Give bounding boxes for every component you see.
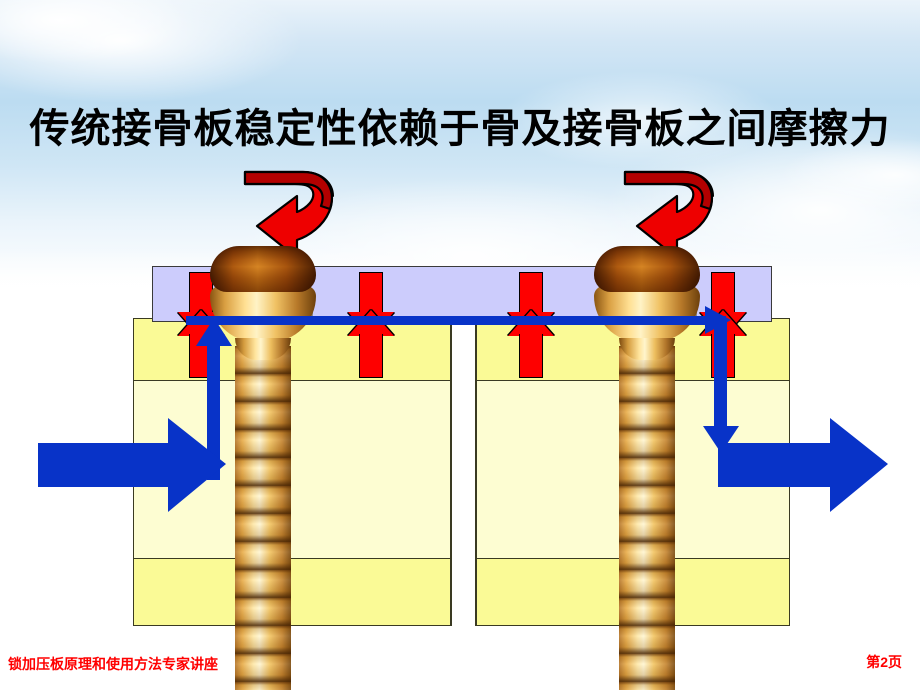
footer-lecture-title: 锁加压板原理和使用方法专家讲座 (8, 656, 218, 672)
rotation-arrow-right (623, 170, 714, 260)
cortical-bone-layer-distal (134, 559, 450, 625)
screw-neck (235, 338, 291, 360)
fracture-gap (451, 318, 476, 626)
shear-vector-right-shaft (714, 322, 727, 432)
shear-vector-left-head (196, 318, 232, 346)
plate-bone-friction-interface (186, 316, 726, 325)
traction-arrow-left (38, 418, 226, 512)
arrow-shaft (519, 272, 543, 314)
screw-shaft (619, 346, 675, 690)
traction-arrow-right (718, 418, 888, 512)
screw-neck (619, 338, 675, 360)
page-title: 传统接骨板稳定性依赖于骨及接骨板之间摩擦力 (29, 106, 891, 151)
screw-head-dome (210, 246, 316, 292)
bone-fragment-left (133, 318, 451, 626)
arrow-shaft (359, 334, 383, 378)
shear-vector-left-shaft (207, 340, 220, 480)
screw-head-dome (594, 246, 700, 292)
footer-page-number: 第2页 (866, 654, 902, 670)
arrow-shaft (519, 334, 543, 378)
shear-vector-right-head (703, 426, 739, 453)
arrow-shaft (359, 272, 383, 314)
rotation-arrow-left (243, 170, 334, 260)
screw-shaft (235, 346, 291, 690)
